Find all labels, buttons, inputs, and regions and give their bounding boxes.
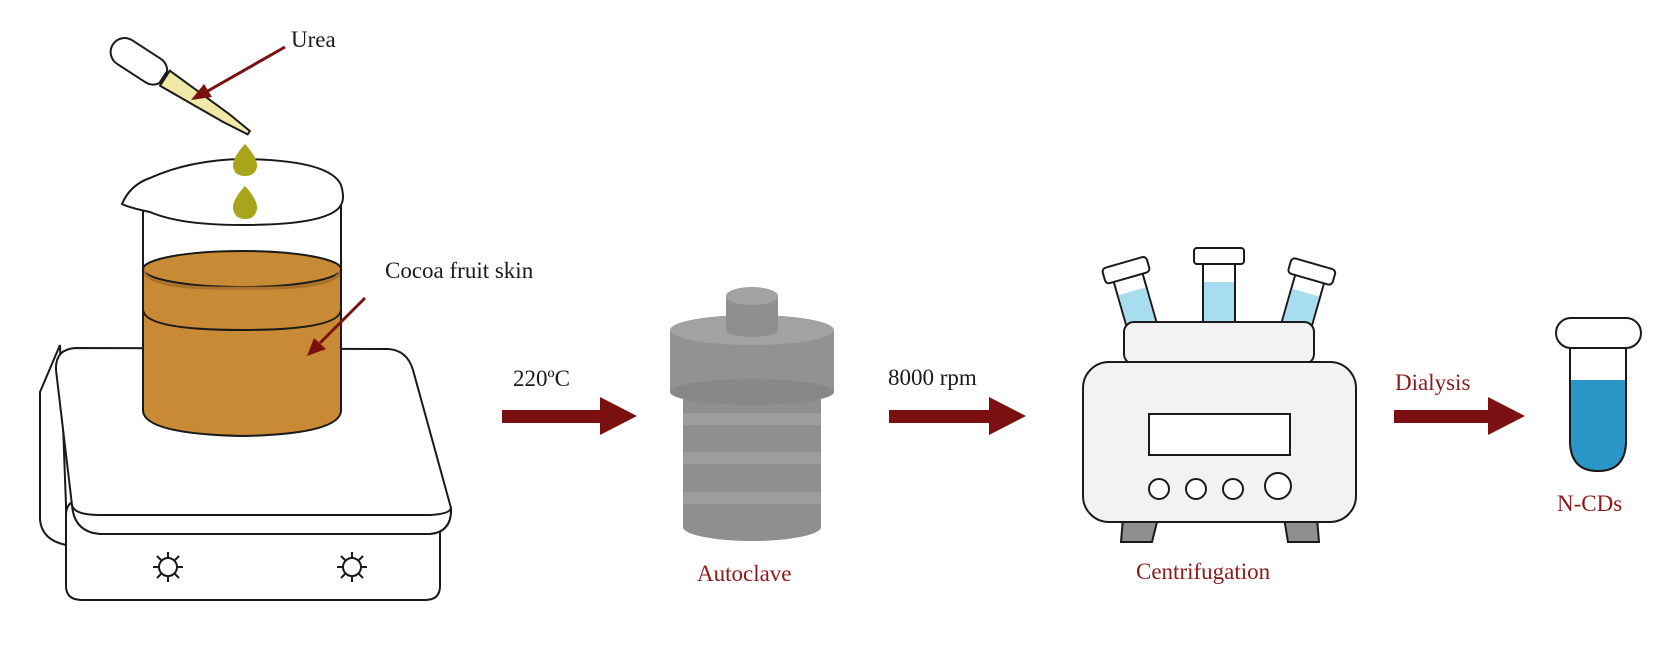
centrifuge-button-icon	[1148, 478, 1170, 500]
beaker-liquid-surface	[142, 250, 342, 288]
drop-icon	[232, 186, 258, 219]
urea-label: Urea	[291, 27, 336, 52]
autoclave-icon	[670, 287, 834, 541]
drop-icon	[232, 144, 258, 176]
centrifuge-display	[1148, 413, 1291, 456]
beaker-liquid-line	[142, 309, 342, 332]
knob-icon	[337, 552, 367, 582]
dialysis-label: Dialysis	[1395, 370, 1471, 395]
speed-label: 8000 rpm	[888, 365, 977, 390]
beaker-liquid	[143, 269, 341, 436]
beaker-glass	[142, 200, 342, 438]
temperature-label: 220ºC	[513, 366, 570, 391]
process-arrow-icon	[1394, 397, 1525, 435]
urea-pointer-arrow	[191, 45, 286, 100]
centrifuge-lid	[1123, 321, 1315, 365]
pipette	[109, 37, 252, 136]
process-arrow-icon	[889, 397, 1026, 435]
autoclave-label: Autoclave	[697, 561, 792, 586]
product-label: N-CDs	[1557, 491, 1623, 516]
knob-icon	[153, 552, 183, 582]
hot-plate-top-edge	[71, 504, 452, 516]
centrifugation-label: Centrifugation	[1136, 559, 1271, 584]
centrifuge-button-icon	[1185, 478, 1207, 500]
centrifuge-button-icon	[1222, 478, 1244, 500]
product-tube-icon	[1555, 317, 1642, 473]
beaker	[120, 157, 344, 438]
cocoa-pointer-arrow	[307, 296, 367, 356]
centrifuge-button-icon	[1264, 472, 1292, 500]
beaker-rim	[120, 157, 344, 227]
centrifuge-icon	[1082, 247, 1357, 543]
cocoa-label: Cocoa fruit skin	[385, 258, 534, 283]
pipette-tube	[158, 69, 252, 136]
process-arrow-icon	[502, 397, 637, 435]
